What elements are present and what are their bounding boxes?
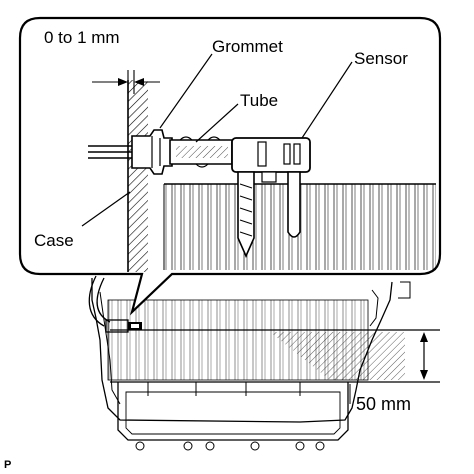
leader-lines [81, 53, 353, 227]
corner-mark: P [4, 459, 11, 471]
grommet [131, 129, 173, 175]
height-dimension-label: 50 mm [356, 394, 411, 414]
clearance-dimension: 0 to 1 mm [44, 28, 160, 94]
grommet-label: Grommet [212, 37, 283, 56]
sensor-label: Sensor [354, 49, 408, 68]
tube-label: Tube [240, 91, 278, 110]
clearance-label: 0 to 1 mm [44, 28, 120, 47]
tube [169, 136, 233, 168]
case-label: Case [34, 231, 74, 250]
mounting-bosses [135, 441, 325, 451]
sensor-body [231, 137, 311, 258]
oil-pan-assembly [88, 275, 440, 451]
case-wall [127, 80, 148, 272]
detail-view: 0 to 1 mm [34, 28, 436, 272]
height-dimension: 50 mm [349, 332, 428, 414]
